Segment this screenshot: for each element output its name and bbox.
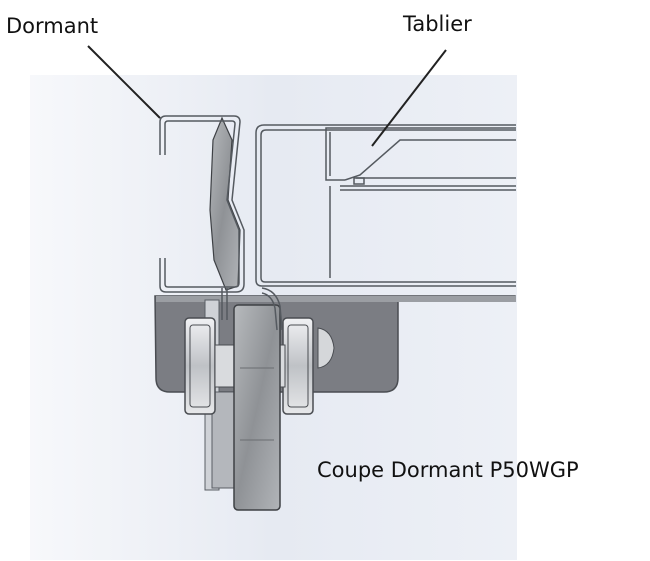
roller-assembly-left (184, 317, 236, 415)
tablier-leader-line (371, 49, 447, 147)
tablier-profile (255, 124, 516, 287)
tablier-label: Tablier (403, 12, 472, 36)
dormant-leader-line (87, 45, 161, 119)
galvanized-wheel (233, 304, 281, 511)
dormant-profile (159, 115, 283, 331)
dormant-label: Dormant (6, 14, 99, 38)
figure-caption: Coupe Dormant P50WGP (317, 458, 579, 482)
